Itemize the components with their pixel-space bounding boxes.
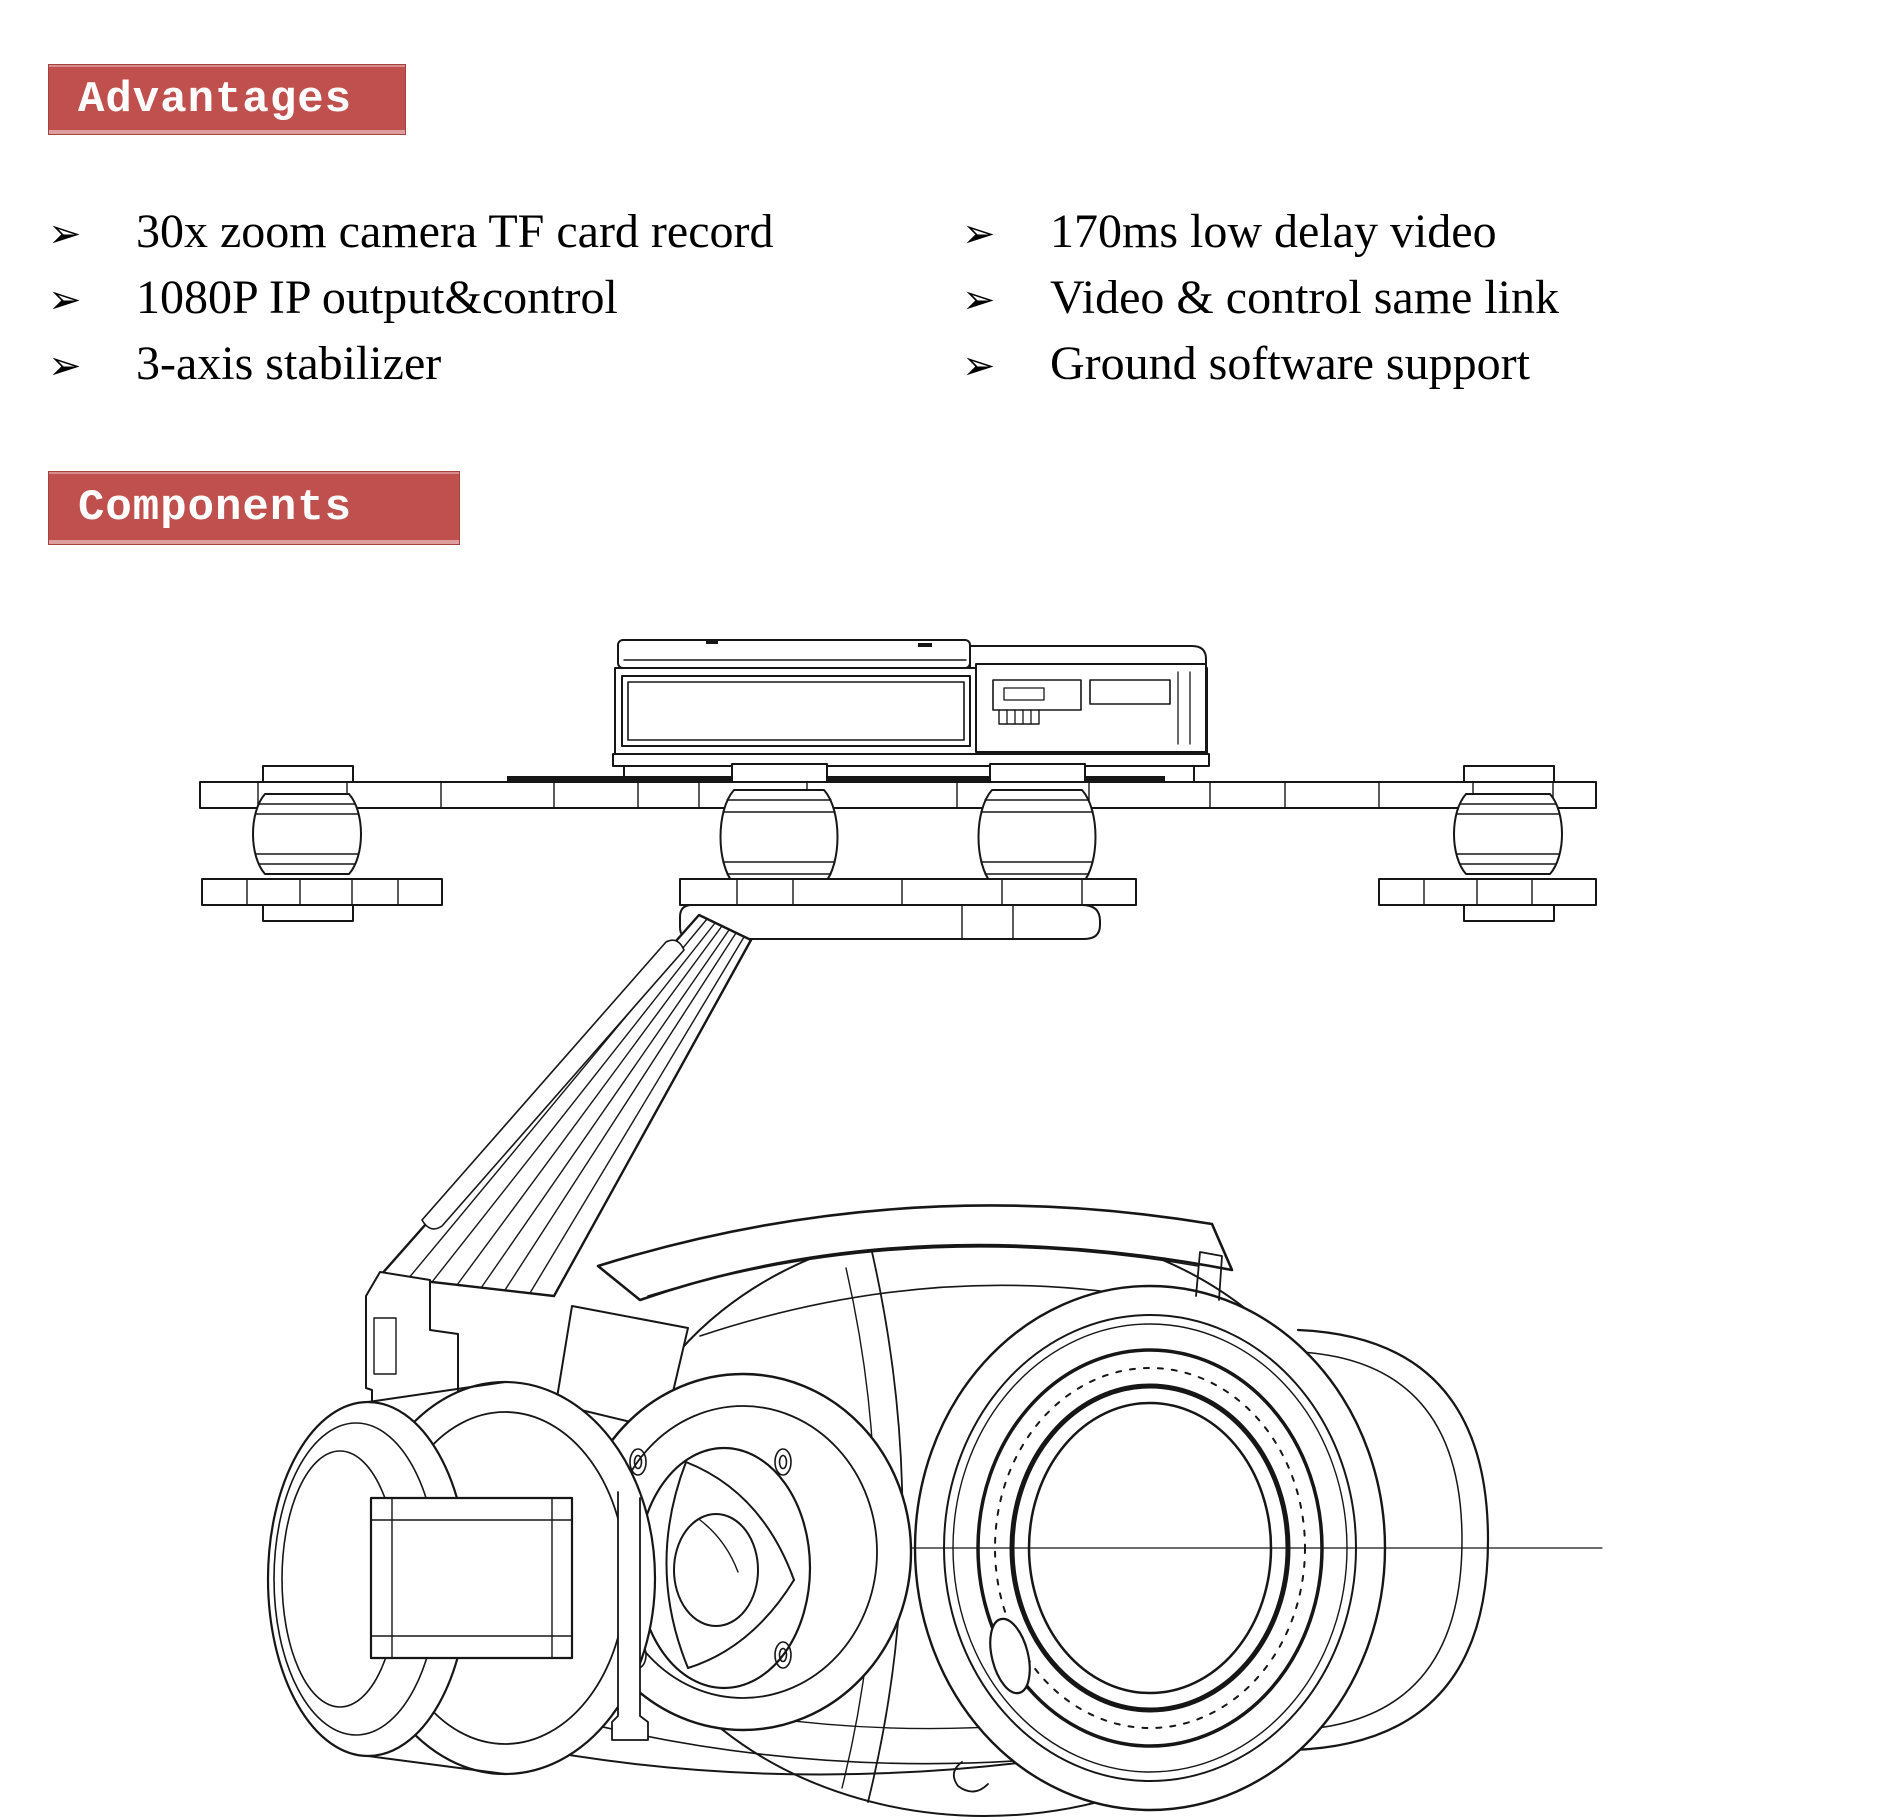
advantage-item: ➢ 3-axis stabilizer [48,334,441,400]
lower-plates [201,878,1597,940]
advantages-section-header: Advantages [48,64,406,135]
gimbal-arm [365,913,753,1477]
components-title: Components [78,483,353,533]
advantage-item: ➢ Ground software support [962,334,1530,400]
advantage-text: 3-axis stabilizer [136,337,442,390]
roll-motor-drum [266,1380,657,1776]
advantage-text: 30x zoom camera TF card record [136,205,774,258]
vibration-dampers [252,789,1563,885]
arrow-bullet-icon: ➢ [962,343,996,389]
advantage-text: Video & control same link [1050,271,1560,324]
arrow-bullet-icon: ➢ [962,277,996,323]
zoom-lens [739,1251,1603,1812]
controller-box [612,639,1210,785]
camera-body [451,1204,1490,1817]
advantage-text: 1080P IP output&control [136,271,618,324]
arrow-bullet-icon: ➢ [48,211,82,257]
advantage-item: ➢ 30x zoom camera TF card record [48,202,774,268]
advantage-item: ➢ 1080P IP output&control [48,268,618,334]
mounting-plate [199,763,1597,809]
advantage-item: ➢ 170ms low delay video [962,202,1497,268]
advantage-text: Ground software support [1050,337,1530,390]
arrow-bullet-icon: ➢ [48,277,82,323]
advantage-text: 170ms low delay video [1050,205,1497,258]
arrow-bullet-icon: ➢ [962,211,996,257]
advantage-item: ➢ Video & control same link [962,268,1559,334]
arrow-bullet-icon: ➢ [48,343,82,389]
advantages-title: Advantages [78,74,353,125]
components-section-header: Components [48,471,460,545]
front-motor-plate [555,1305,913,1732]
